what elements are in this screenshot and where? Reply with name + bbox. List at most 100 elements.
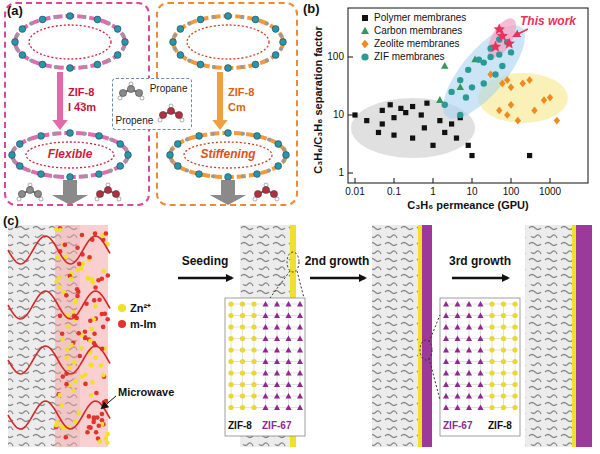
co-node xyxy=(455,370,461,375)
ligand xyxy=(60,331,65,336)
co-node xyxy=(466,393,472,398)
zif-marker xyxy=(442,102,448,108)
carbon-atom xyxy=(53,174,57,178)
zinc-ion xyxy=(99,363,104,368)
leader-line xyxy=(102,396,116,408)
carbon-atom xyxy=(175,111,182,118)
ligand xyxy=(100,412,105,417)
ligand xyxy=(63,243,68,248)
carbon-atom xyxy=(27,137,31,141)
zinc-atom xyxy=(67,130,74,137)
callout-label: Microwave xyxy=(118,386,174,399)
carbon-marker xyxy=(436,96,443,103)
zinc-ion xyxy=(88,338,93,343)
zinc-atom xyxy=(16,163,23,170)
legend-entry: m-Im xyxy=(118,318,156,330)
co-node xyxy=(274,313,280,318)
lattice-inset xyxy=(225,298,305,436)
zn-node xyxy=(240,370,245,375)
co-node xyxy=(478,347,484,352)
zif-marker xyxy=(487,54,493,60)
permeation-arrow xyxy=(52,180,88,205)
zinc-atom xyxy=(19,26,26,33)
zinc-atom xyxy=(19,52,26,59)
zn-node xyxy=(251,382,256,387)
co-node xyxy=(297,359,303,364)
membrane-layer xyxy=(572,225,576,447)
co-node xyxy=(286,370,292,375)
framework-ring xyxy=(167,130,290,181)
carbon-atom xyxy=(124,159,128,163)
zinc-ion xyxy=(88,362,93,367)
zif-marker xyxy=(448,89,454,95)
co-node xyxy=(443,393,449,398)
legend-marker xyxy=(360,39,370,49)
legend-text: Zeolite membranes xyxy=(374,38,460,49)
zeolite-marker xyxy=(515,117,521,125)
zinc-ion xyxy=(105,440,110,445)
ligand xyxy=(92,417,97,422)
zinc-atom xyxy=(174,141,181,148)
carbon-atom xyxy=(83,174,87,178)
zeolite-marker xyxy=(541,96,547,104)
zn-node xyxy=(228,324,233,329)
zn-node xyxy=(228,370,233,375)
carbon-atom xyxy=(109,169,113,173)
carbon-atom xyxy=(240,65,244,69)
zinc-ion xyxy=(79,266,84,271)
co-node xyxy=(478,324,484,329)
carbon-atom xyxy=(34,190,41,197)
panel-label: (c) xyxy=(3,214,19,229)
zinc-atom xyxy=(196,133,203,140)
synthesis-scheme xyxy=(8,225,592,447)
co-node xyxy=(286,313,292,318)
zif-marker xyxy=(508,49,514,55)
molecule xyxy=(95,183,121,201)
legend-text: ZIF membranes xyxy=(374,51,445,62)
ligand xyxy=(104,231,109,236)
zif-marker xyxy=(496,51,502,57)
plot-frame xyxy=(348,8,588,183)
zinc-ion xyxy=(55,420,60,425)
tick-label: 0.01 xyxy=(345,186,364,198)
zn-node xyxy=(512,405,517,410)
molecule-label: Propane xyxy=(150,83,188,95)
ligand xyxy=(97,297,102,302)
zn-node xyxy=(489,324,494,329)
zeolite-marker xyxy=(504,111,510,119)
zinc-ion xyxy=(80,346,85,351)
polymer-marker xyxy=(388,102,393,107)
zinc-ion xyxy=(65,356,70,361)
framework-ring xyxy=(170,13,287,72)
zinc-atom xyxy=(275,141,282,148)
co-node xyxy=(478,313,484,318)
carbon-atom xyxy=(112,190,119,197)
co-node xyxy=(274,382,280,387)
ligand xyxy=(106,273,111,278)
tick xyxy=(472,178,473,183)
carbon-atom xyxy=(240,15,244,19)
ligand xyxy=(83,382,88,387)
zinc-ion xyxy=(89,393,94,398)
ligand xyxy=(87,414,92,419)
co-node xyxy=(286,405,292,410)
co-node xyxy=(274,324,280,329)
porous-support xyxy=(525,225,572,447)
carbon-marker xyxy=(361,26,369,33)
carbon-atom xyxy=(173,33,177,37)
zinc-ion xyxy=(105,432,110,437)
ligand xyxy=(100,312,105,317)
carbon-atom xyxy=(18,190,25,197)
membrane-layer xyxy=(422,225,432,447)
zn-node xyxy=(512,370,517,375)
zeolite-marker xyxy=(508,101,514,109)
hydrogen-atom xyxy=(118,96,122,100)
co-node xyxy=(286,324,292,329)
carbon-atom xyxy=(282,159,286,163)
polymer-marker xyxy=(362,15,368,21)
ligand xyxy=(105,317,110,322)
polymer-marker xyxy=(466,143,471,148)
zif-marker xyxy=(457,77,463,83)
zn-node xyxy=(501,301,506,306)
zinc-atom xyxy=(167,152,174,159)
